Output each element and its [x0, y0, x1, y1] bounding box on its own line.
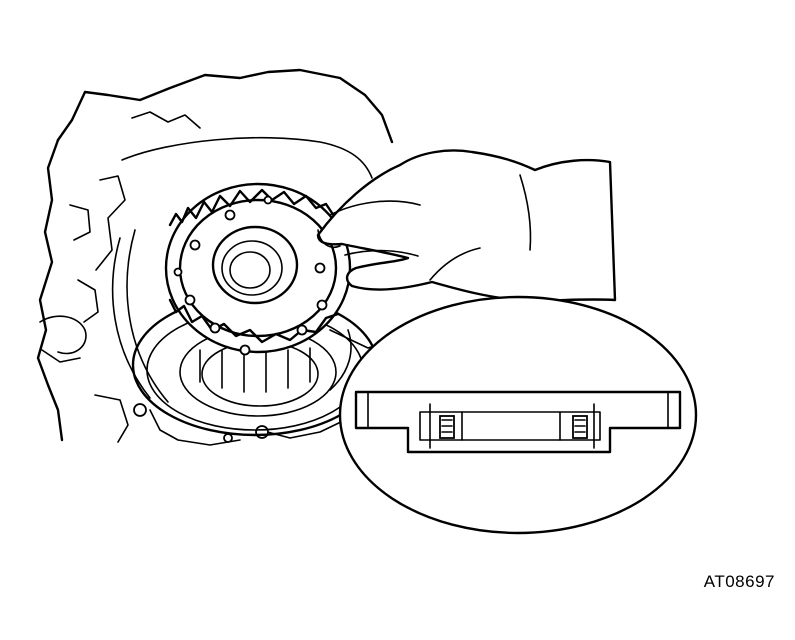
magnified-inset: [338, 295, 698, 535]
hand-illustration: [316, 149, 617, 302]
figure-code-label: AT08697: [703, 572, 775, 591]
planetary-carrier: [164, 182, 352, 356]
